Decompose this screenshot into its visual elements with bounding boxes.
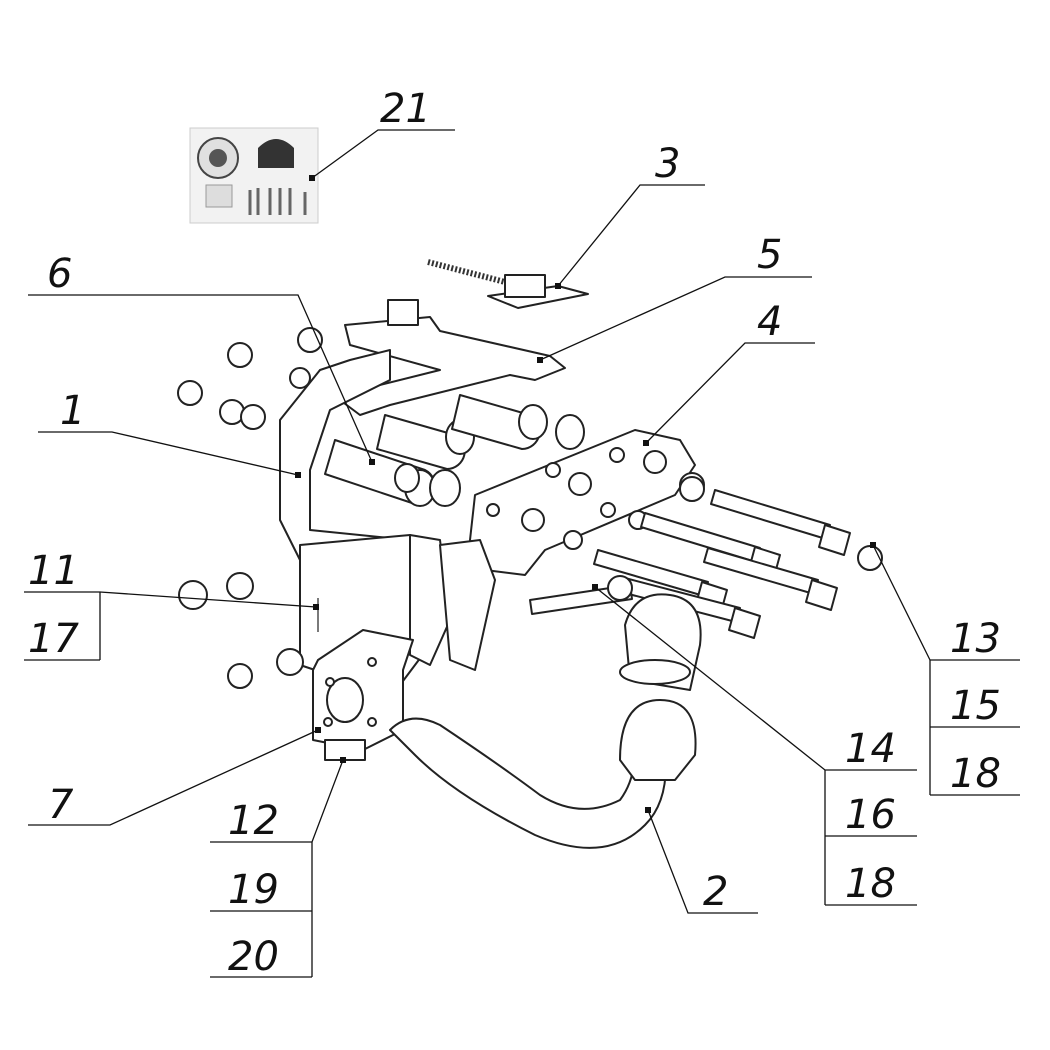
wiring-kit-photo <box>189 127 319 224</box>
label-1: 1 <box>60 388 85 434</box>
label-11: 11 <box>28 548 79 594</box>
callout-labels: 21 3 5 4 6 1 11 17 7 12 19 20 2 14 16 18… <box>28 86 1001 980</box>
leader-dots <box>295 175 876 813</box>
connector-bracket-part <box>427 259 589 309</box>
label-7: 7 <box>48 782 74 828</box>
label-21: 21 <box>380 86 431 132</box>
nuts-and-washers <box>177 327 705 689</box>
tow-ball-arm-part <box>389 593 702 849</box>
label-18-lower: 18 <box>845 861 896 907</box>
label-12: 12 <box>228 798 279 844</box>
label-14: 14 <box>845 726 896 772</box>
label-6: 6 <box>47 251 72 297</box>
label-13: 13 <box>950 616 1001 662</box>
label-15: 15 <box>950 683 1001 729</box>
label-17: 17 <box>28 616 79 662</box>
label-20: 20 <box>228 934 279 980</box>
label-19: 19 <box>228 867 279 913</box>
label-16: 16 <box>845 792 896 838</box>
label-2: 2 <box>703 869 728 915</box>
leader-lines <box>24 129 1020 978</box>
label-4: 4 <box>757 299 782 345</box>
label-5: 5 <box>757 232 782 278</box>
label-3: 3 <box>655 141 680 187</box>
bolt-set <box>529 489 883 639</box>
label-18-upper: 18 <box>950 751 1001 797</box>
